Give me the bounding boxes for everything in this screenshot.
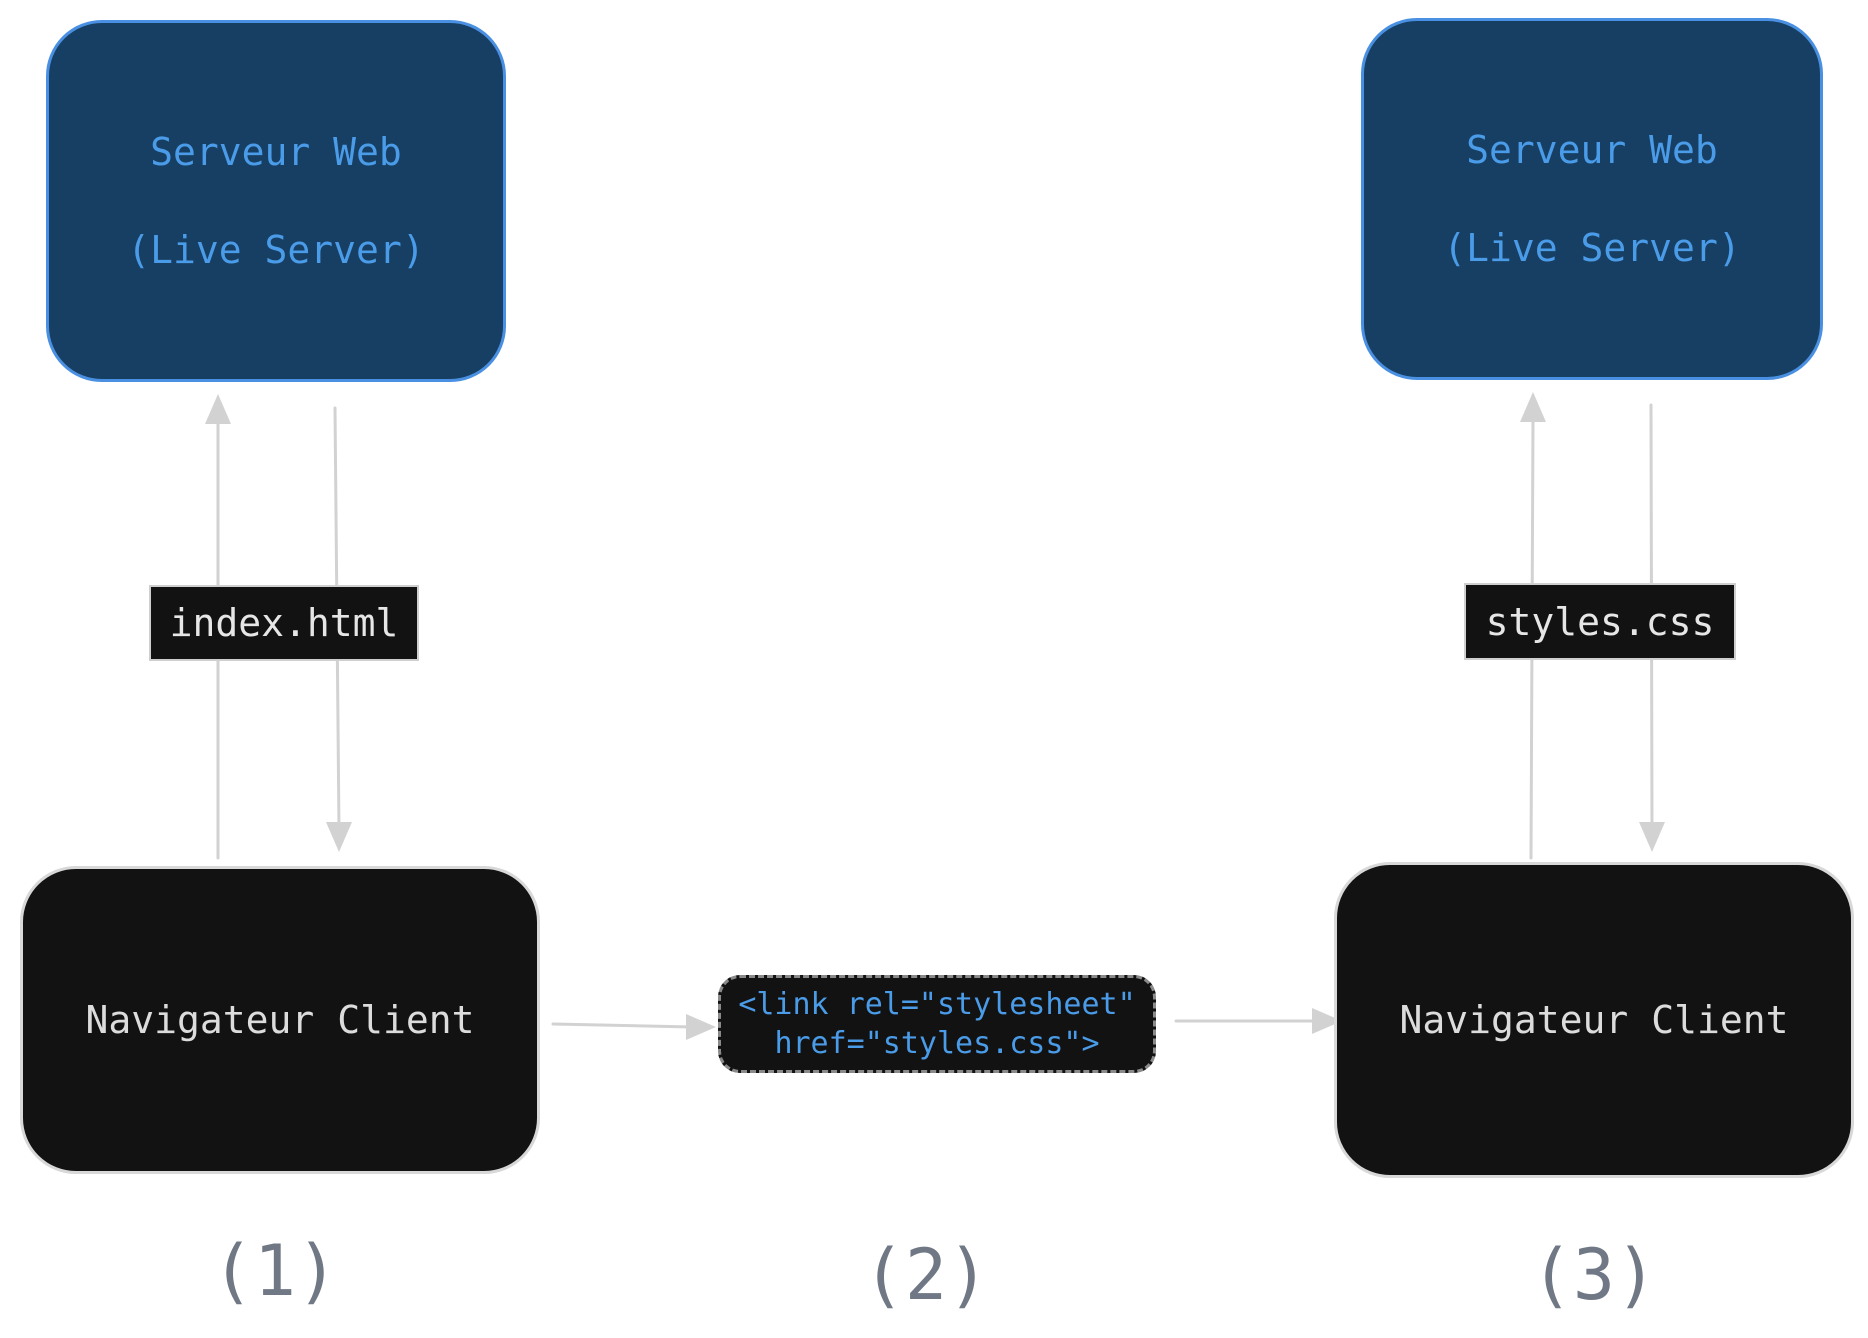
arrowhead-request-3 [1520, 392, 1546, 422]
browser-client-box-3: Navigateur Client [1334, 862, 1854, 1178]
browser-client-box-1: Navigateur Client [20, 866, 540, 1174]
web-server-box-1: Serveur Web (Live Server) [46, 20, 506, 382]
client-label-1: Navigateur Client [85, 998, 475, 1042]
step-label-3: (3) [1530, 1234, 1658, 1316]
server-title-3: Serveur Web [1466, 128, 1718, 172]
server-subtitle-1: (Live Server) [127, 228, 425, 272]
file-label-styles-css: styles.css [1464, 583, 1736, 660]
arrowhead-code-to-client3 [1312, 1008, 1342, 1034]
file-label-index-html: index.html [149, 585, 419, 661]
web-server-box-3: Serveur Web (Live Server) [1361, 18, 1823, 380]
arrowhead-client1-to-code [686, 1014, 716, 1040]
code-line-1: <link rel="stylesheet" [738, 987, 1136, 1022]
arrowhead-request-1 [205, 394, 231, 424]
step-label-1: (1) [211, 1230, 339, 1312]
server-title-1: Serveur Web [150, 130, 402, 174]
arrowhead-response-3 [1639, 822, 1665, 852]
arrowhead-response-1 [326, 822, 352, 852]
link-stylesheet-tag: <link rel="stylesheet" href="styles.css"… [718, 975, 1156, 1073]
arrow-client1-to-code [551, 1022, 694, 1029]
server-subtitle-3: (Live Server) [1443, 226, 1741, 270]
code-line-2: href="styles.css"> [774, 1026, 1100, 1061]
client-label-3: Navigateur Client [1399, 998, 1789, 1042]
step-label-2: (2) [862, 1234, 990, 1316]
